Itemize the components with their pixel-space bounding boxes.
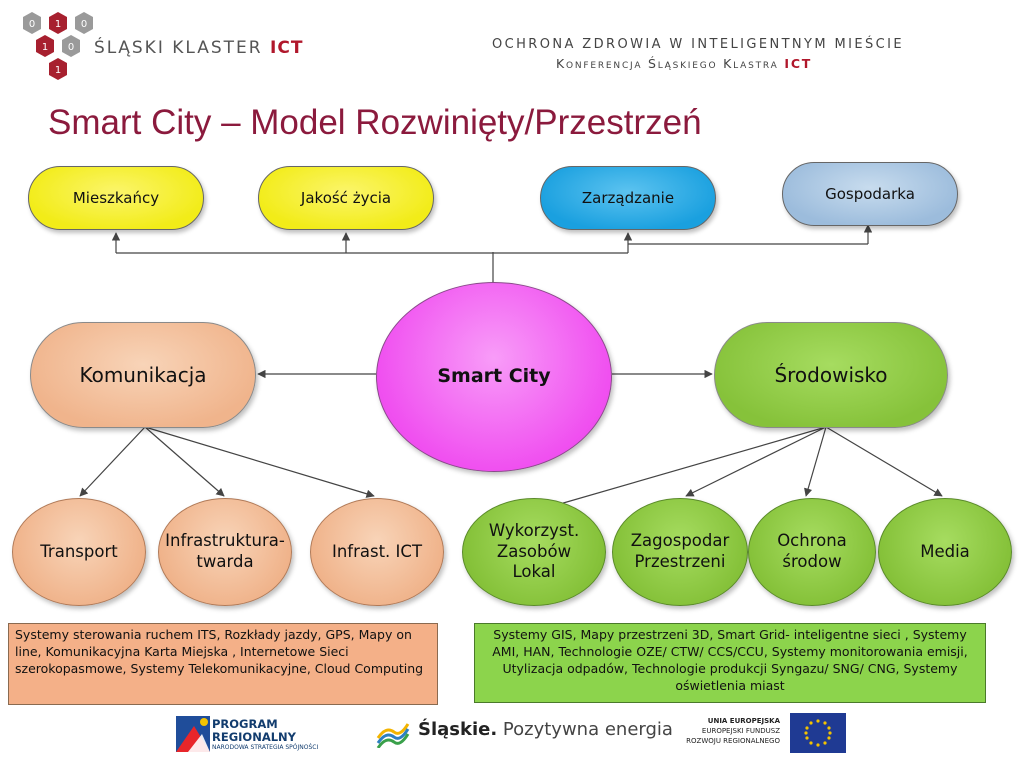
- slaskie-logo-icon: [376, 723, 410, 748]
- node-komunikacja: Komunikacja: [30, 322, 256, 428]
- conference-ict: ICT: [784, 56, 813, 71]
- node-zarzadzanie: Zarządzanie: [540, 166, 716, 230]
- node-ochrona-srodow: Ochrona środow: [748, 498, 876, 606]
- program-line1: PROGRAM: [212, 717, 278, 731]
- slaskie-bold: Śląskie.: [418, 719, 498, 740]
- eu-fund-label: UNIA EUROPEJSKA EUROPEJSKI FUNDUSZ ROZWO…: [676, 716, 780, 746]
- logo-ict: ICT: [270, 38, 304, 58]
- node-srodowisko: Środowisko: [714, 322, 948, 428]
- node-infrastruktura-twarda: Infrastruktura- twarda: [158, 498, 292, 606]
- node-smart-city: Smart City: [376, 282, 612, 472]
- node-media: Media: [878, 498, 1012, 606]
- conference-title: OCHRONA ZDROWIA W INTELIGENTNYM MIEŚCIE: [492, 37, 904, 52]
- eu-line3: ROZWOJU REGIONALNEGO: [686, 737, 780, 745]
- conference-subtitle-text: Konferencja Śląskiego Klastra: [556, 56, 779, 71]
- node-gospodarka: Gospodarka: [782, 162, 958, 226]
- logo-digit: 0: [29, 19, 35, 30]
- node-jakosc-zycia: Jakość życia: [258, 166, 434, 230]
- slaskie-rest: Pozytywna energia: [502, 719, 673, 740]
- info-box-komunikacja: Systemy sterowania ruchem ITS, Rozkłady …: [8, 623, 438, 705]
- program-line3: NARODOWA STRATEGIA SPÓJNOŚCI: [212, 744, 319, 751]
- logo-digit: 1: [42, 42, 48, 53]
- program-regionalny-label: PROGRAM REGIONALNY NARODOWA STRATEGIA SP…: [212, 718, 318, 752]
- logo-digit: 1: [55, 19, 61, 30]
- logo-digit: 0: [68, 42, 74, 53]
- node-infrast-ict: Infrast. ICT: [310, 498, 444, 606]
- logo-text: ŚLĄSKI KLASTER: [94, 38, 263, 58]
- logo-wordmark: ŚLĄSKI KLASTER ICT: [94, 38, 303, 58]
- info-box-srodowisko: Systemy GIS, Mapy przestrzeni 3D, Smart …: [474, 623, 986, 703]
- slaskie-slogan: Śląskie. Pozytywna energia: [418, 719, 673, 740]
- program-line2: REGIONALNY: [212, 730, 297, 744]
- node-mieszkancy: Mieszkańcy: [28, 166, 204, 230]
- logo-hexagons: 0 1 0 1 0 1: [23, 12, 93, 80]
- logo-digit: 0: [81, 19, 87, 30]
- page-title: Smart City – Model Rozwinięty/Przestrzeń: [48, 103, 702, 142]
- node-zagospodar-przestrzeni: Zagospodar Przestrzeni: [612, 498, 748, 606]
- eu-flag-icon: [790, 713, 846, 753]
- conference-subtitle: Konferencja Śląskiego Klastra ICT: [556, 56, 812, 71]
- eu-line1: UNIA EUROPEJSKA: [707, 717, 780, 725]
- node-wykorzyst-zasobow: Wykorzyst. Zasobów Lokal: [462, 498, 606, 606]
- logo-digit: 1: [55, 65, 61, 76]
- node-transport: Transport: [12, 498, 146, 606]
- eu-line2: EUROPEJSKI FUNDUSZ: [701, 727, 780, 735]
- program-regionalny-logo-icon: [176, 716, 210, 752]
